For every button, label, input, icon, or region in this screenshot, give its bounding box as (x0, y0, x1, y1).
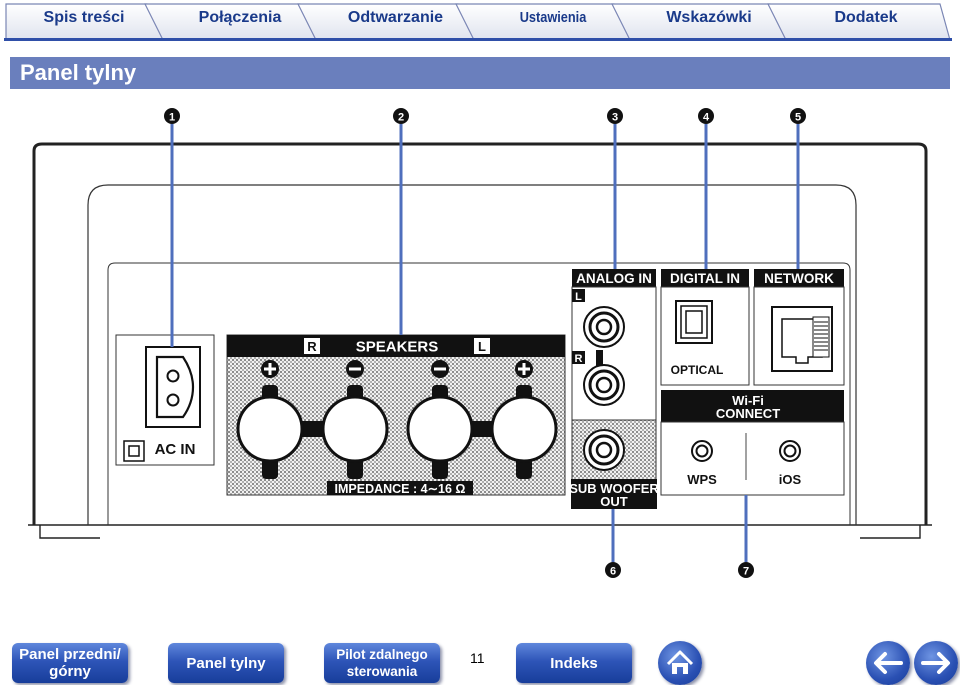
callout-markers: 1 2 3 4 5 6 7 (164, 108, 806, 578)
callout-5: 5 (790, 108, 806, 124)
speaker-terminal-r-plus (236, 395, 304, 463)
left-foot (39, 525, 100, 539)
ac-pin-bottom (166, 393, 180, 407)
callout-2: 2 (393, 108, 409, 124)
digital-in-header (661, 269, 749, 287)
top-tab-bar: Spis treści Połączenia Odtwarzanie Ustaw… (0, 0, 960, 44)
tab-ustawienia[interactable]: Ustawienia (519, 9, 587, 26)
speaker-terminal-r-minus (321, 395, 389, 463)
tab-bar-shapes (4, 3, 952, 41)
callout-4: 4 (698, 108, 714, 124)
ios-button (779, 440, 801, 462)
index-button[interactable]: Indeks (516, 643, 632, 683)
optical-port (675, 300, 713, 344)
home-button[interactable] (658, 641, 702, 685)
callout-6: 6 (605, 562, 621, 578)
analog-r-label: R (575, 353, 583, 365)
rear-panel-button[interactable]: Panel tylny (168, 643, 284, 683)
plus-icon (515, 360, 533, 378)
minus-icon (346, 360, 364, 378)
tab-odtwarzanie[interactable]: Odtwarzanie (347, 9, 444, 26)
speaker-l-label: L (478, 339, 486, 354)
digital-in-label: DIGITAL IN (670, 271, 740, 286)
ac-pin-top (166, 369, 180, 383)
network-header (754, 269, 844, 287)
network-label: NETWORK (764, 271, 834, 286)
svg-text:2: 2 (398, 112, 404, 124)
arrow-left-icon (874, 652, 903, 674)
svg-text:5: 5 (795, 112, 801, 124)
ac-in-socket-shape (155, 355, 195, 419)
impedance-label-bg (327, 481, 473, 495)
right-foot (860, 525, 921, 539)
svg-text:3: 3 (612, 112, 618, 124)
optical-label: OPTICAL (671, 363, 724, 377)
forward-button[interactable] (914, 641, 958, 685)
remote-line1: Pilot zdalnego (336, 647, 428, 662)
tab-dodatek[interactable]: Dodatek (834, 9, 898, 26)
svg-text:1: 1 (169, 112, 175, 124)
speaker-terminal-l-plus (490, 395, 558, 463)
index-label: Indeks (550, 654, 598, 672)
page-number: 11 (470, 650, 485, 666)
ios-label: iOS (779, 472, 802, 487)
home-icon (666, 650, 694, 674)
page-title: Panel tylny (20, 60, 137, 85)
front-panel-button[interactable]: Panel przedni/górny (12, 643, 128, 683)
svg-text:7: 7 (743, 566, 749, 578)
speaker-r-label: R (307, 339, 317, 354)
rear-panel-inner-outline (87, 184, 857, 525)
subwoofer-label-bg (571, 479, 657, 509)
remote-control-button[interactable]: Pilot zdalnego sterowania (324, 643, 440, 683)
plus-icon (261, 360, 279, 378)
speakers-label: SPEAKERS (356, 339, 439, 356)
arrow-right-icon (921, 652, 950, 674)
callout-7: 7 (738, 562, 754, 578)
page-title-bar: Panel tylny (10, 57, 950, 89)
wifi-connect-header (661, 390, 844, 422)
analog-in-l-jack (583, 306, 625, 348)
back-button[interactable] (866, 641, 910, 685)
subwoofer-label-line1: SUB WOOFER (569, 481, 659, 496)
callout-3: 3 (607, 108, 623, 124)
rear-panel-label: Panel tylny (186, 654, 266, 672)
analog-in-r-jack (583, 364, 625, 406)
subwoofer-out-jack (583, 429, 625, 471)
speaker-terminal-l-minus (406, 395, 474, 463)
svg-text:4: 4 (703, 112, 710, 124)
analog-l-label: L (575, 291, 582, 303)
wps-button (691, 440, 713, 462)
analog-in-label: ANALOG IN (576, 271, 652, 286)
minus-icon (431, 360, 449, 378)
callout-1: 1 (164, 108, 180, 124)
wps-label: WPS (687, 472, 717, 487)
subwoofer-label-line2: OUT (600, 494, 628, 509)
connector-plate (107, 262, 851, 525)
tab-polaczenia[interactable]: Połączenia (198, 9, 282, 26)
front-panel-line2: górny (49, 663, 91, 680)
remote-line2: sterowania (346, 664, 418, 679)
ac-in-label: AC IN (155, 441, 196, 458)
tab-underline (4, 38, 952, 41)
ac-in-label-bg (148, 438, 212, 460)
wifi-connect-line2: CONNECT (716, 406, 780, 421)
unit-housing (32, 142, 928, 525)
impedance-label: IMPEDANCE : 4∼16 Ω (335, 482, 466, 496)
svg-text:6: 6 (610, 566, 616, 578)
wifi-connect-line1: Wi-Fi (732, 393, 764, 408)
ethernet-port (771, 306, 833, 372)
rear-panel-diagram: 1 2 3 4 5 6 7 AC IN R SPEAKERS L (28, 108, 932, 578)
tab-spis-tresci[interactable]: Spis treści (43, 9, 125, 26)
analog-in-header (572, 269, 656, 287)
tab-wskazowki[interactable]: Wskazówki (666, 9, 752, 26)
front-panel-line1: Panel przedni/ (19, 646, 121, 663)
